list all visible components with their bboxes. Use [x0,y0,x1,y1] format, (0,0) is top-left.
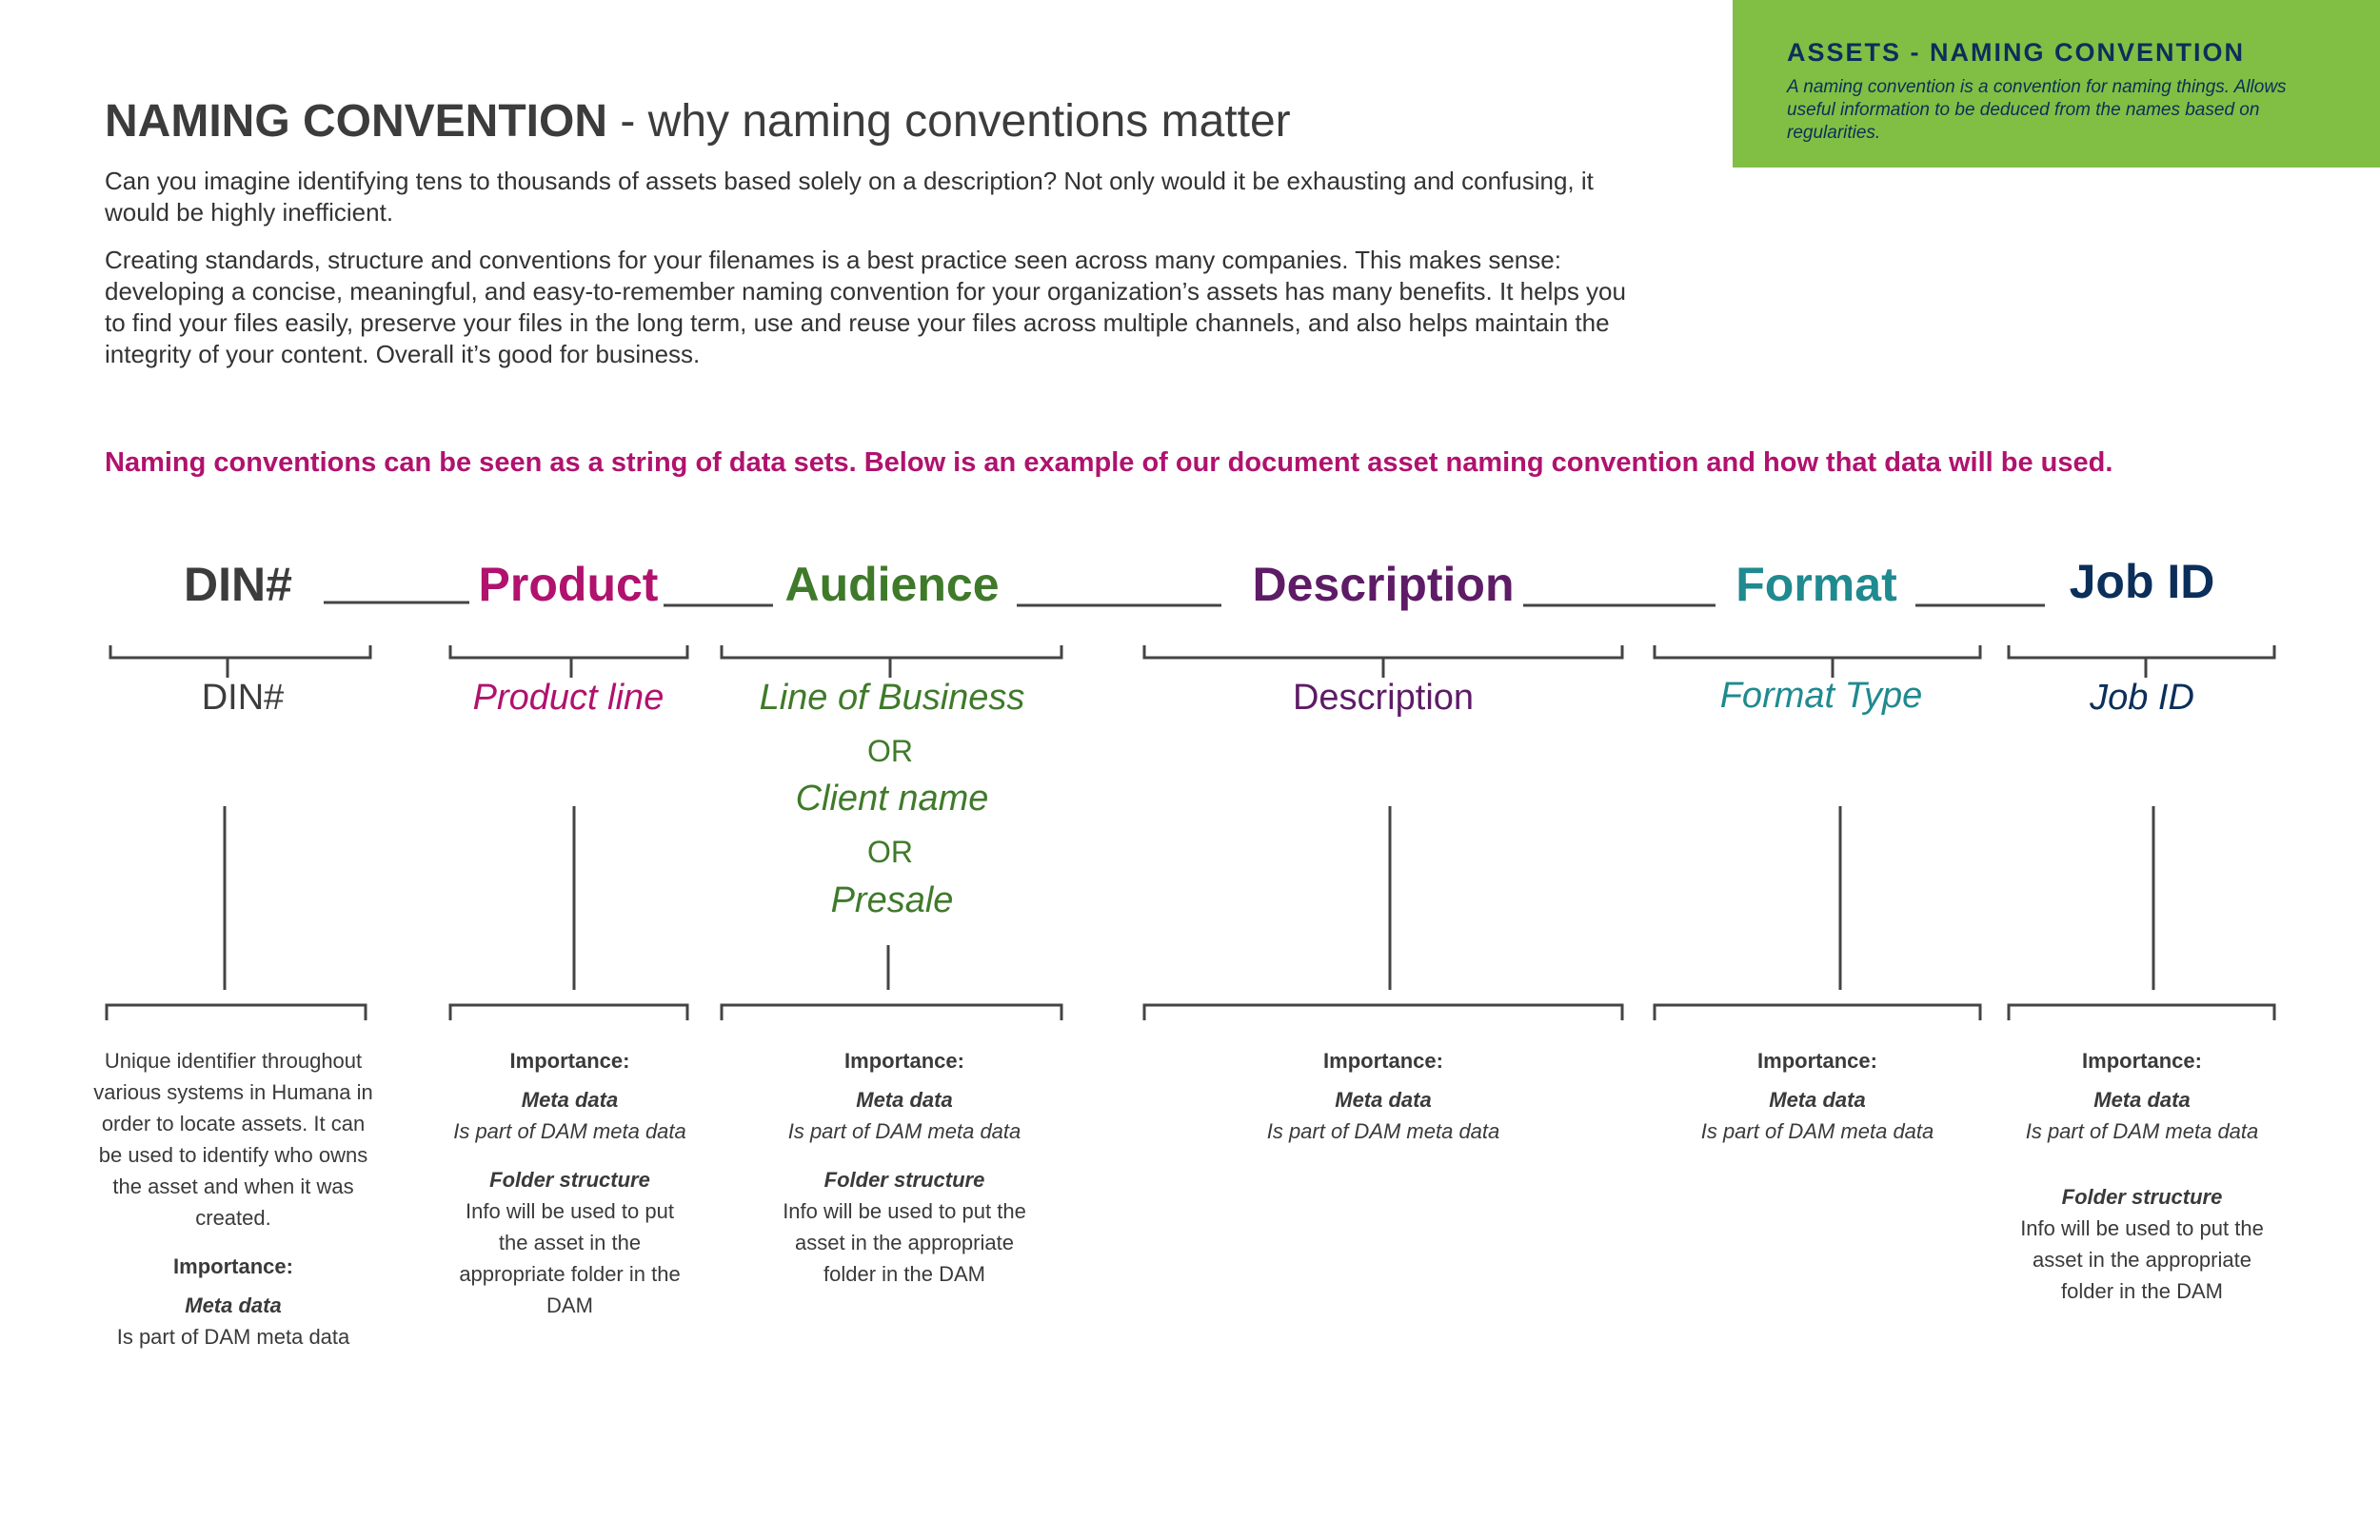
audience-meta-text: Is part of DAM meta data [787,1119,1021,1143]
label-presale: Presale [830,880,954,920]
audience-folder-title: Folder structure [823,1168,985,1192]
din-meta-text: Is part of DAM meta data [116,1325,350,1349]
header-product: Product [478,558,659,611]
block-product: Importance: Meta data Is part of DAM met… [438,1045,702,1321]
intro-paragraph-1: Can you imagine identifying tens to thou… [105,167,1594,227]
page-title-bold: NAMING CONVENTION [105,96,607,147]
callout-text: Naming conventions can be seen as a stri… [105,447,2113,478]
bracket-top-din [109,645,372,678]
bracket-top-format [1653,645,1982,678]
page-title-subtitle: - why naming conventions matter [607,96,1291,147]
bracket-bottom-din [105,1003,367,1020]
intro-paragraph-2: Creating standards, structure and conven… [105,246,1626,368]
bracket-bottom-description [1142,1003,1624,1020]
format-meta-text: Is part of DAM meta data [1700,1119,1934,1143]
header-din: DIN# [184,558,292,611]
product-meta-text: Is part of DAM meta data [453,1119,686,1143]
din-description: Unique identifier throughout various sys… [93,1049,373,1230]
format-meta-title: Meta data [1769,1088,1866,1112]
block-format: Importance: Meta data Is part of DAM met… [1675,1045,1960,1147]
product-folder-text: Info will be used to put the asset in th… [459,1199,681,1317]
jobid-folder-text: Info will be used to put the asset in th… [2020,1216,2264,1303]
bracket-top-description [1142,645,1624,678]
info-box-title: ASSETS - NAMING CONVENTION [1787,38,2246,67]
header-description: Description [1252,558,1515,611]
label-job-id: Job ID [2090,678,2194,718]
header-audience: Audience [784,558,1000,611]
bracket-bottom-jobid [2007,1003,2276,1020]
bracket-bottom-product [448,1003,689,1020]
label-or-2: OR [867,835,913,869]
product-folder-title: Folder structure [489,1168,650,1192]
label-or-1: OR [867,734,913,768]
page-title: NAMING CONVENTION - why naming conventio… [105,95,1291,148]
block-audience: Importance: Meta data Is part of DAM met… [762,1045,1047,1290]
description-meta-text: Is part of DAM meta data [1266,1119,1500,1143]
din-importance: Importance: [173,1254,293,1278]
product-meta-title: Meta data [521,1088,619,1112]
jobid-importance: Importance: [2082,1049,2202,1073]
jobid-folder-title: Folder structure [2061,1185,2223,1209]
label-product-line: Product line [472,678,664,718]
bracket-top-jobid [2007,645,2276,678]
product-importance: Importance: [509,1049,630,1073]
description-meta-title: Meta data [1335,1088,1432,1112]
block-description: Importance: Meta data Is part of DAM met… [1240,1045,1526,1147]
block-din: Unique identifier throughout various sys… [90,1045,376,1352]
header-format: Format [1735,558,1897,611]
bracket-top-audience [720,645,1063,678]
header-jobid: Job ID [2069,555,2215,608]
description-importance: Importance: [1323,1049,1443,1073]
audience-meta-title: Meta data [856,1088,953,1112]
assets-info-box [1733,0,2380,168]
jobid-meta-text: Is part of DAM meta data [2025,1119,2259,1143]
bracket-bottom-format [1653,1003,1982,1020]
label-din: DIN# [201,678,285,718]
jobid-meta-title: Meta data [2093,1088,2191,1112]
din-meta-title: Meta data [185,1293,282,1317]
audience-importance: Importance: [844,1049,964,1073]
audience-folder-text: Info will be used to put the asset in th… [783,1199,1026,1286]
info-box-text: A naming convention is a convention for … [1787,77,2287,143]
label-description: Description [1292,678,1475,718]
label-line-of-business: Line of Business [759,678,1025,718]
bracket-bottom-audience [720,1003,1063,1020]
block-jobid: Importance: Meta data Is part of DAM met… [2009,1045,2275,1307]
bracket-top-product [448,645,689,678]
format-importance: Importance: [1757,1049,1877,1073]
label-client-name: Client name [795,779,989,819]
label-format-type: Format Type [1719,676,1923,716]
